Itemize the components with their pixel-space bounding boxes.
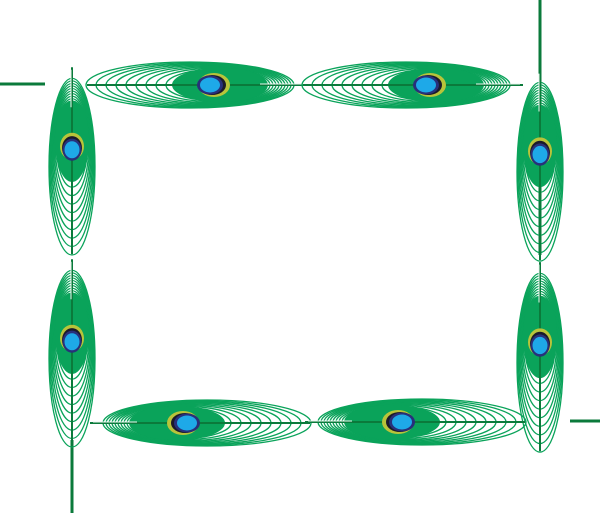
feather-eye-icon [197, 73, 230, 97]
feather-eye-icon [528, 137, 552, 166]
feather-top-right [301, 61, 523, 109]
feather-eye-icon [60, 132, 84, 161]
feather-bottom-left [90, 399, 312, 447]
feather-right-lower [516, 262, 564, 453]
feather-top-left [85, 61, 307, 109]
feather-right-upper [516, 71, 564, 262]
feather-left-lower [48, 259, 96, 448]
feathers [48, 61, 564, 453]
feather-eye-icon [528, 328, 552, 357]
feather-left-upper [48, 67, 96, 256]
feather-bottom-right [305, 398, 527, 446]
feather-eye-icon [382, 410, 415, 434]
feather-eye-icon [60, 324, 84, 353]
feather-eye-icon [413, 73, 446, 97]
feather-eye-icon [167, 411, 200, 435]
